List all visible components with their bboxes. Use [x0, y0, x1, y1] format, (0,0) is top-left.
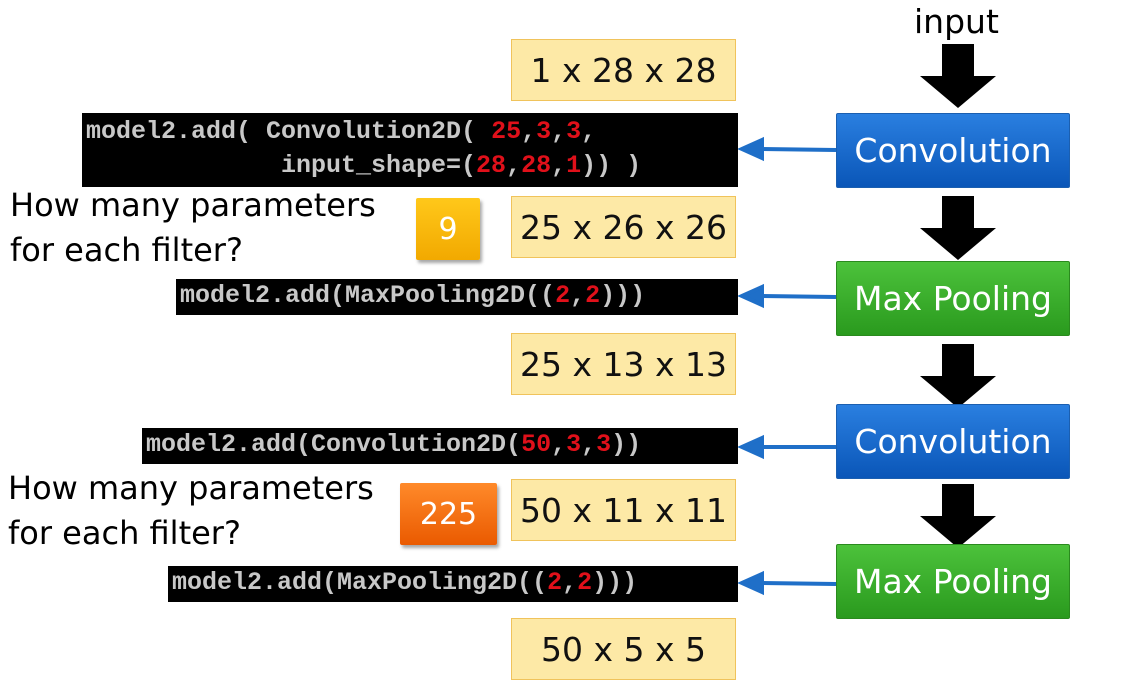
- code-conv2: model2.add(Convolution2D(50,3,3)): [142, 428, 738, 464]
- code-pool2: model2.add(MaxPooling2D((2,2))): [168, 566, 738, 602]
- shape-box-conv1: 25 x 26 x 26: [511, 196, 736, 258]
- arrow-head-icon: [737, 136, 764, 162]
- shape-box-pool1: 25 x 13 x 13: [511, 333, 736, 395]
- shape-box-pool2: 50 x 5 x 5: [511, 618, 736, 680]
- down-arrow-icon: [920, 344, 996, 408]
- shape-box-input: 1 x 28 x 28: [511, 39, 736, 101]
- down-arrow-icon: [920, 484, 996, 548]
- answer-badge-1: 9: [416, 198, 480, 260]
- shape-box-conv2: 50 x 11 x 11: [511, 479, 736, 541]
- down-arrow-icon: [920, 196, 996, 260]
- question-1: How many parameters for each filter?: [10, 183, 376, 273]
- answer-badge-2: 225: [400, 483, 497, 545]
- code-conv1: model2.add( Convolution2D( 25,3,3, input…: [82, 113, 738, 187]
- layer-maxpooling-1: Max Pooling: [836, 261, 1070, 336]
- code-pool1: model2.add(MaxPooling2D((2,2))): [176, 279, 738, 315]
- layer-convolution-1: Convolution: [836, 113, 1070, 188]
- layer-maxpooling-2: Max Pooling: [836, 544, 1070, 619]
- input-label: input: [914, 2, 999, 41]
- left-arrow-icon: [757, 147, 837, 152]
- question-line: for each filter?: [10, 231, 243, 269]
- question-line: How many parameters: [10, 186, 376, 224]
- question-2: How many parameters for each filter?: [8, 466, 374, 556]
- question-line: for each filter?: [8, 514, 241, 552]
- layer-convolution-2: Convolution: [836, 404, 1070, 479]
- down-arrow-icon: [920, 44, 996, 108]
- code-text: model2.add( Convolution2D(: [86, 117, 492, 146]
- question-line: How many parameters: [8, 469, 374, 507]
